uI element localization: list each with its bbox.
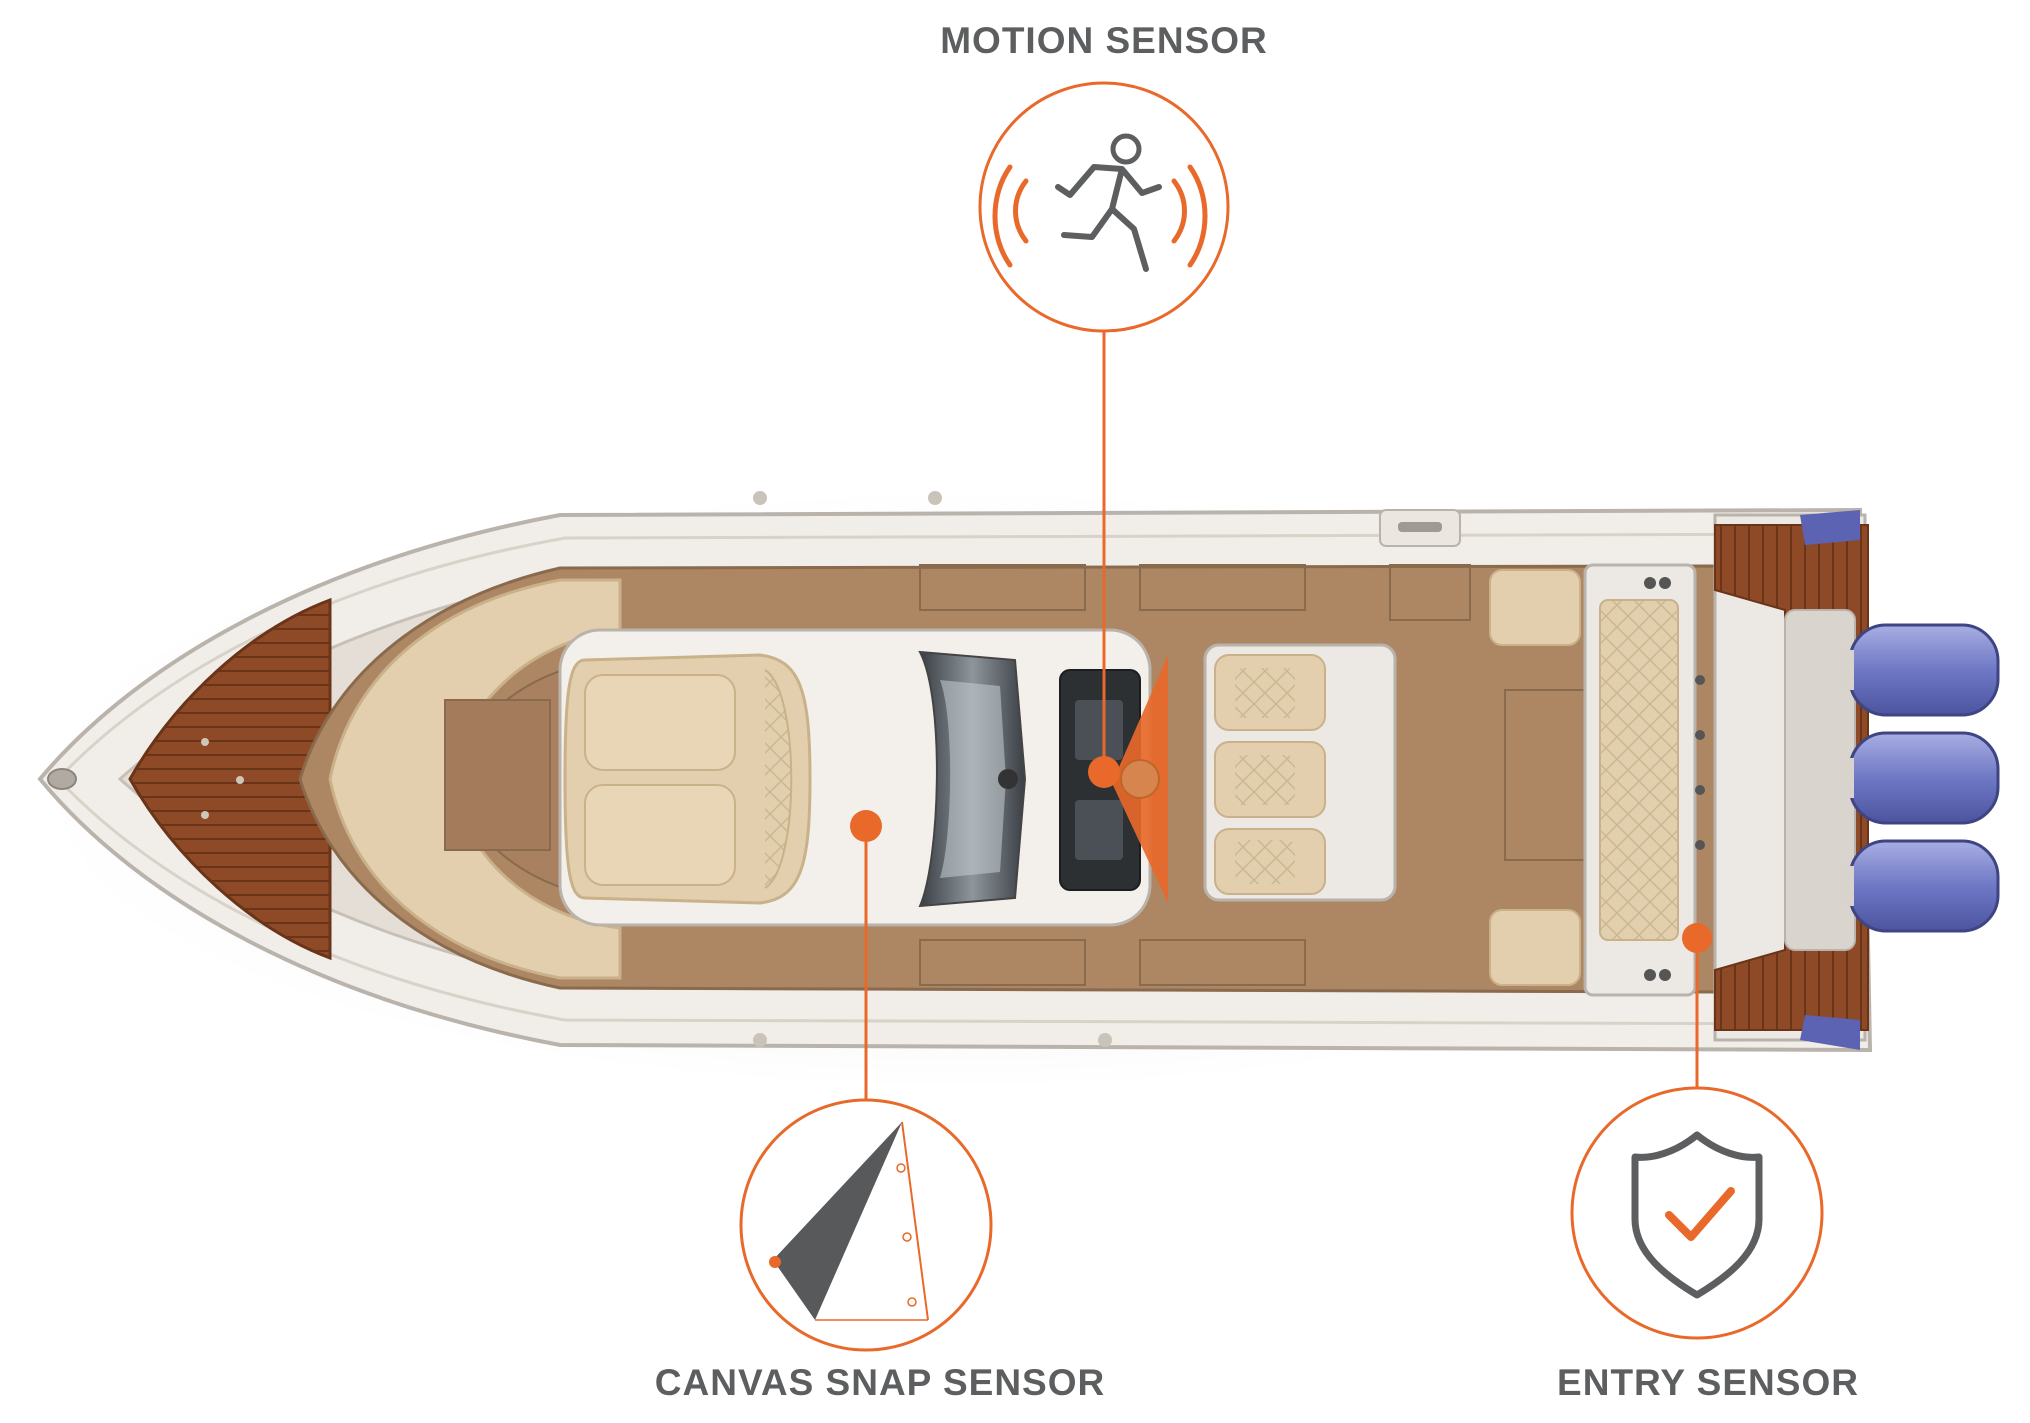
helm-seats bbox=[1203, 643, 1397, 902]
motion-sensor-label: MOTION SENSOR bbox=[940, 20, 1268, 61]
running-person-icon bbox=[992, 133, 1208, 272]
entry-sensor-label: ENTRY SENSOR bbox=[1557, 1362, 1859, 1403]
outboard-engines bbox=[1840, 623, 2000, 933]
motion-sensor-callout bbox=[978, 81, 1230, 903]
canvas-sensor-marker bbox=[850, 810, 882, 842]
bow-cleat bbox=[47, 768, 77, 790]
aft-seating bbox=[1489, 563, 1705, 997]
canvas-snap-icon bbox=[769, 1121, 929, 1321]
bow-lounge bbox=[328, 578, 622, 980]
shield-check-icon bbox=[1631, 1131, 1763, 1299]
helm-console bbox=[558, 628, 1152, 927]
motion-sensor-marker bbox=[1088, 756, 1120, 788]
canvas-snap-sensor-callout bbox=[739, 810, 993, 1352]
entry-sensor-marker bbox=[1682, 923, 1712, 953]
motion-sensor-circle bbox=[978, 81, 1230, 333]
canvas-snap-sensor-label: CANVAS SNAP SENSOR bbox=[654, 1362, 1106, 1403]
canvas-sensor-circle bbox=[739, 1098, 993, 1352]
entry-sensor-circle bbox=[1570, 1086, 1824, 1340]
entry-sensor-callout bbox=[1570, 923, 1824, 1340]
